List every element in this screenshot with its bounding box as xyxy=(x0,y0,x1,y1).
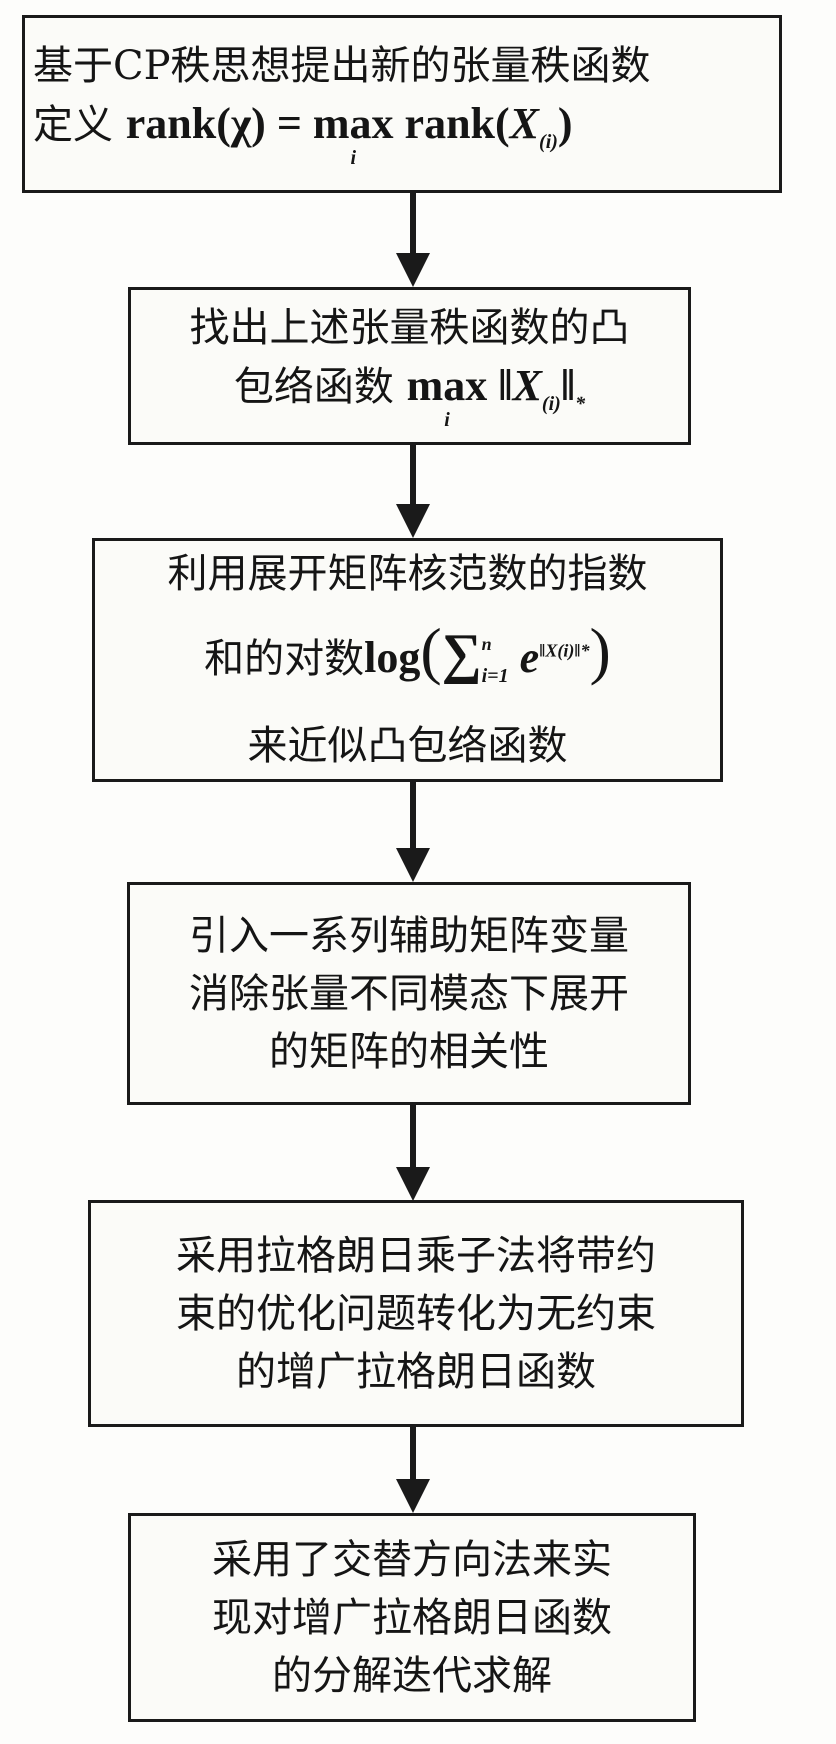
step-5-line2: 束的优化问题转化为无约束 xyxy=(176,1285,656,1343)
step-6-line3: 的分解迭代求解 xyxy=(272,1647,552,1705)
step-5-line3: 的增广拉格朗日函数 xyxy=(236,1343,596,1401)
step-2-line2: 包络函数 maxi ‖X(i)‖* xyxy=(234,357,585,433)
step-3-box: 利用展开矩阵核范数的指数 和的对数log(∑ni=1 e‖X(i)‖*) 来近似… xyxy=(92,538,723,782)
step-6-line1: 采用了交替方向法来实 xyxy=(212,1531,612,1589)
step-4-line3: 的矩阵的相关性 xyxy=(269,1023,549,1081)
step-1-line1: 基于CP秩思想提出新的张量秩函数 xyxy=(33,37,651,95)
step-3-line2: 和的对数log(∑ni=1 e‖X(i)‖*) xyxy=(204,609,611,711)
step-4-box: 引入一系列辅助矩阵变量 消除张量不同模态下展开 的矩阵的相关性 xyxy=(127,882,691,1105)
step-2-label: 包络函数 xyxy=(234,364,394,410)
step-1-box: 基于CP秩思想提出新的张量秩函数 定义 rank(χ) = maxi rank(… xyxy=(22,15,782,193)
step-1-line2: 定义 rank(χ) = maxi rank(X(i)) xyxy=(33,95,573,171)
step-3-label: 和的对数 xyxy=(204,636,364,682)
step-6-box: 采用了交替方向法来实 现对增广拉格朗日函数 的分解迭代求解 xyxy=(128,1513,696,1722)
step-3-line1: 利用展开矩阵核范数的指数 xyxy=(168,539,648,609)
step-6-line2: 现对增广拉格朗日函数 xyxy=(212,1589,612,1647)
step-2-line1: 找出上述张量秩函数的凸 xyxy=(190,299,630,357)
log-sum-exp-formula: log(∑ni=1 e‖X(i)‖*) xyxy=(364,633,611,682)
step-4-line2: 消除张量不同模态下展开 xyxy=(189,965,629,1023)
rank-formula: rank(χ) = maxi rank(X(i)) xyxy=(126,99,573,148)
step-5-box: 采用拉格朗日乘子法将带约 束的优化问题转化为无约束 的增广拉格朗日函数 xyxy=(88,1200,744,1427)
step-5-line1: 采用拉格朗日乘子法将带约 xyxy=(176,1227,656,1285)
step-1-label: 定义 xyxy=(33,102,113,148)
step-3-line3: 来近似凸包络函数 xyxy=(248,711,568,781)
convex-envelope-formula: maxi ‖X(i)‖* xyxy=(407,361,585,410)
step-2-box: 找出上述张量秩函数的凸 包络函数 maxi ‖X(i)‖* xyxy=(128,287,691,445)
step-4-line1: 引入一系列辅助矩阵变量 xyxy=(189,907,629,965)
